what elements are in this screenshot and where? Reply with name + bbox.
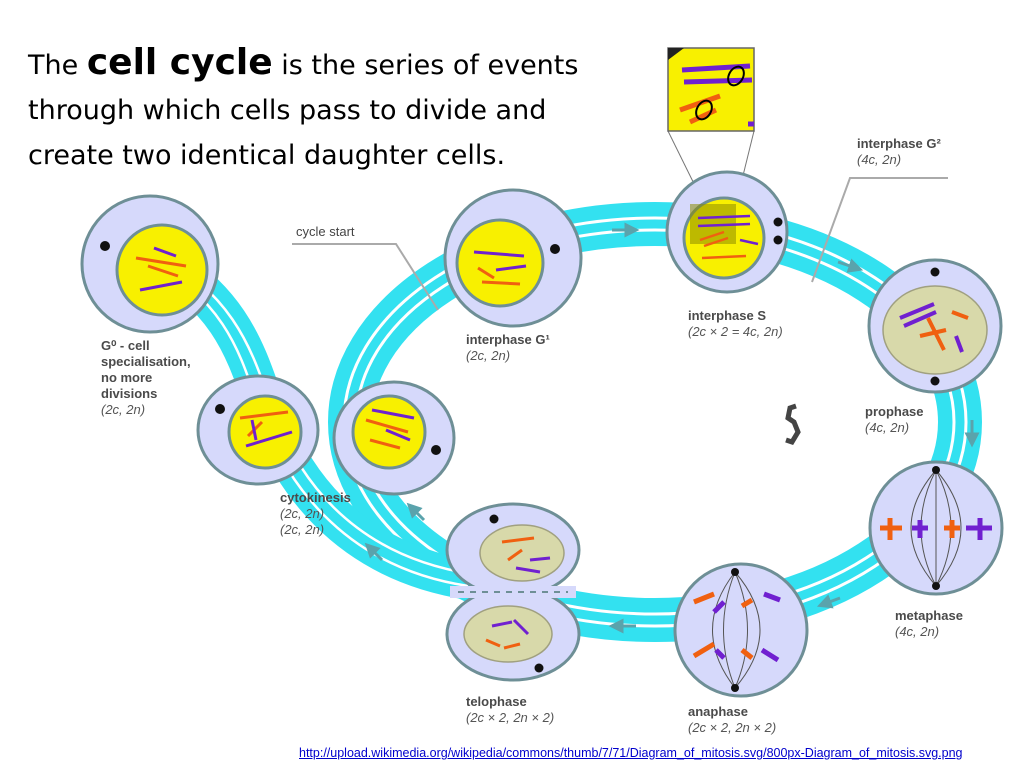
cytokinesis-label: cytokinesis (2c, 2n) (2c, 2n) — [280, 490, 351, 537]
g1-label: interphase G¹ (2c, 2n) — [466, 332, 550, 363]
source-link[interactable]: http://upload.wikimedia.org/wikipedia/co… — [299, 746, 963, 760]
zoom-inset — [667, 47, 755, 205]
cell-cytokinesis-left — [196, 374, 320, 486]
cell-metaphase — [868, 460, 1004, 596]
telophase-label: telophase (2c × 2, 2n × 2) — [466, 694, 554, 725]
cell-prophase — [867, 258, 1003, 394]
cycle-start-pointer: cycle start — [292, 224, 439, 311]
s-label: interphase S (2c × 2 = 4c, 2n) — [688, 308, 783, 339]
cell-interphase-s — [665, 170, 789, 294]
anaphase-label: anaphase (2c × 2, 2n × 2) — [688, 704, 776, 735]
svg-text:(4c, 2n): (4c, 2n) — [865, 420, 909, 435]
svg-text:telophase: telophase — [466, 694, 527, 709]
svg-text:specialisation,: specialisation, — [101, 354, 191, 369]
svg-text:prophase: prophase — [865, 404, 924, 419]
svg-text:(2c × 2, 2n × 2): (2c × 2, 2n × 2) — [466, 710, 554, 725]
svg-text:divisions: divisions — [101, 386, 157, 401]
svg-text:(4c, 2n): (4c, 2n) — [895, 624, 939, 639]
svg-text:(2c, 2n): (2c, 2n) — [280, 506, 324, 521]
svg-text:interphase S: interphase S — [688, 308, 766, 323]
g2-pointer — [811, 177, 948, 283]
g2-label: interphase G² (4c, 2n) — [857, 136, 941, 167]
svg-text:(2c, 2n): (2c, 2n) — [280, 522, 324, 537]
cell-anaphase — [673, 562, 809, 698]
svg-text:(2c, 2n): (2c, 2n) — [466, 348, 510, 363]
metaphase-label: metaphase (4c, 2n) — [895, 608, 963, 639]
heading-emphasis: cell cycle — [86, 42, 273, 83]
prophase-label: prophase (4c, 2n) — [865, 404, 924, 435]
flow-arrows — [364, 222, 980, 634]
cell-cytokinesis-right — [332, 380, 456, 496]
g0-label: G⁰ - cell specialisation, no more divisi… — [101, 338, 191, 417]
svg-text:(2c × 2 = 4c, 2n): (2c × 2 = 4c, 2n) — [688, 324, 783, 339]
slide-heading: The cell cycle is the series of events t… — [28, 40, 628, 178]
cycle-start-label: cycle start — [296, 224, 355, 239]
svg-text:(2c × 2, 2n × 2): (2c × 2, 2n × 2) — [688, 720, 776, 735]
center-glyph — [785, 403, 801, 446]
svg-text:(4c, 2n): (4c, 2n) — [857, 152, 901, 167]
svg-text:metaphase: metaphase — [895, 608, 963, 623]
svg-text:no more: no more — [101, 370, 152, 385]
cell-telophase — [445, 502, 581, 682]
svg-text:anaphase: anaphase — [688, 704, 748, 719]
svg-text:interphase G¹: interphase G¹ — [466, 332, 550, 347]
svg-text:interphase G²: interphase G² — [857, 136, 941, 151]
svg-text:(2c, 2n): (2c, 2n) — [101, 402, 145, 417]
heading-line2: through which cells pass to divide and — [28, 95, 547, 126]
svg-text:cytokinesis: cytokinesis — [280, 490, 351, 505]
heading-line1-rest: is the series of events — [281, 50, 579, 81]
cell-g1 — [443, 188, 583, 328]
svg-text:G⁰ - cell: G⁰ - cell — [101, 338, 150, 353]
heading-line3: create two identical daughter cells. — [28, 140, 506, 171]
cell-g0 — [80, 194, 220, 334]
heading-prefix: The — [28, 50, 79, 81]
